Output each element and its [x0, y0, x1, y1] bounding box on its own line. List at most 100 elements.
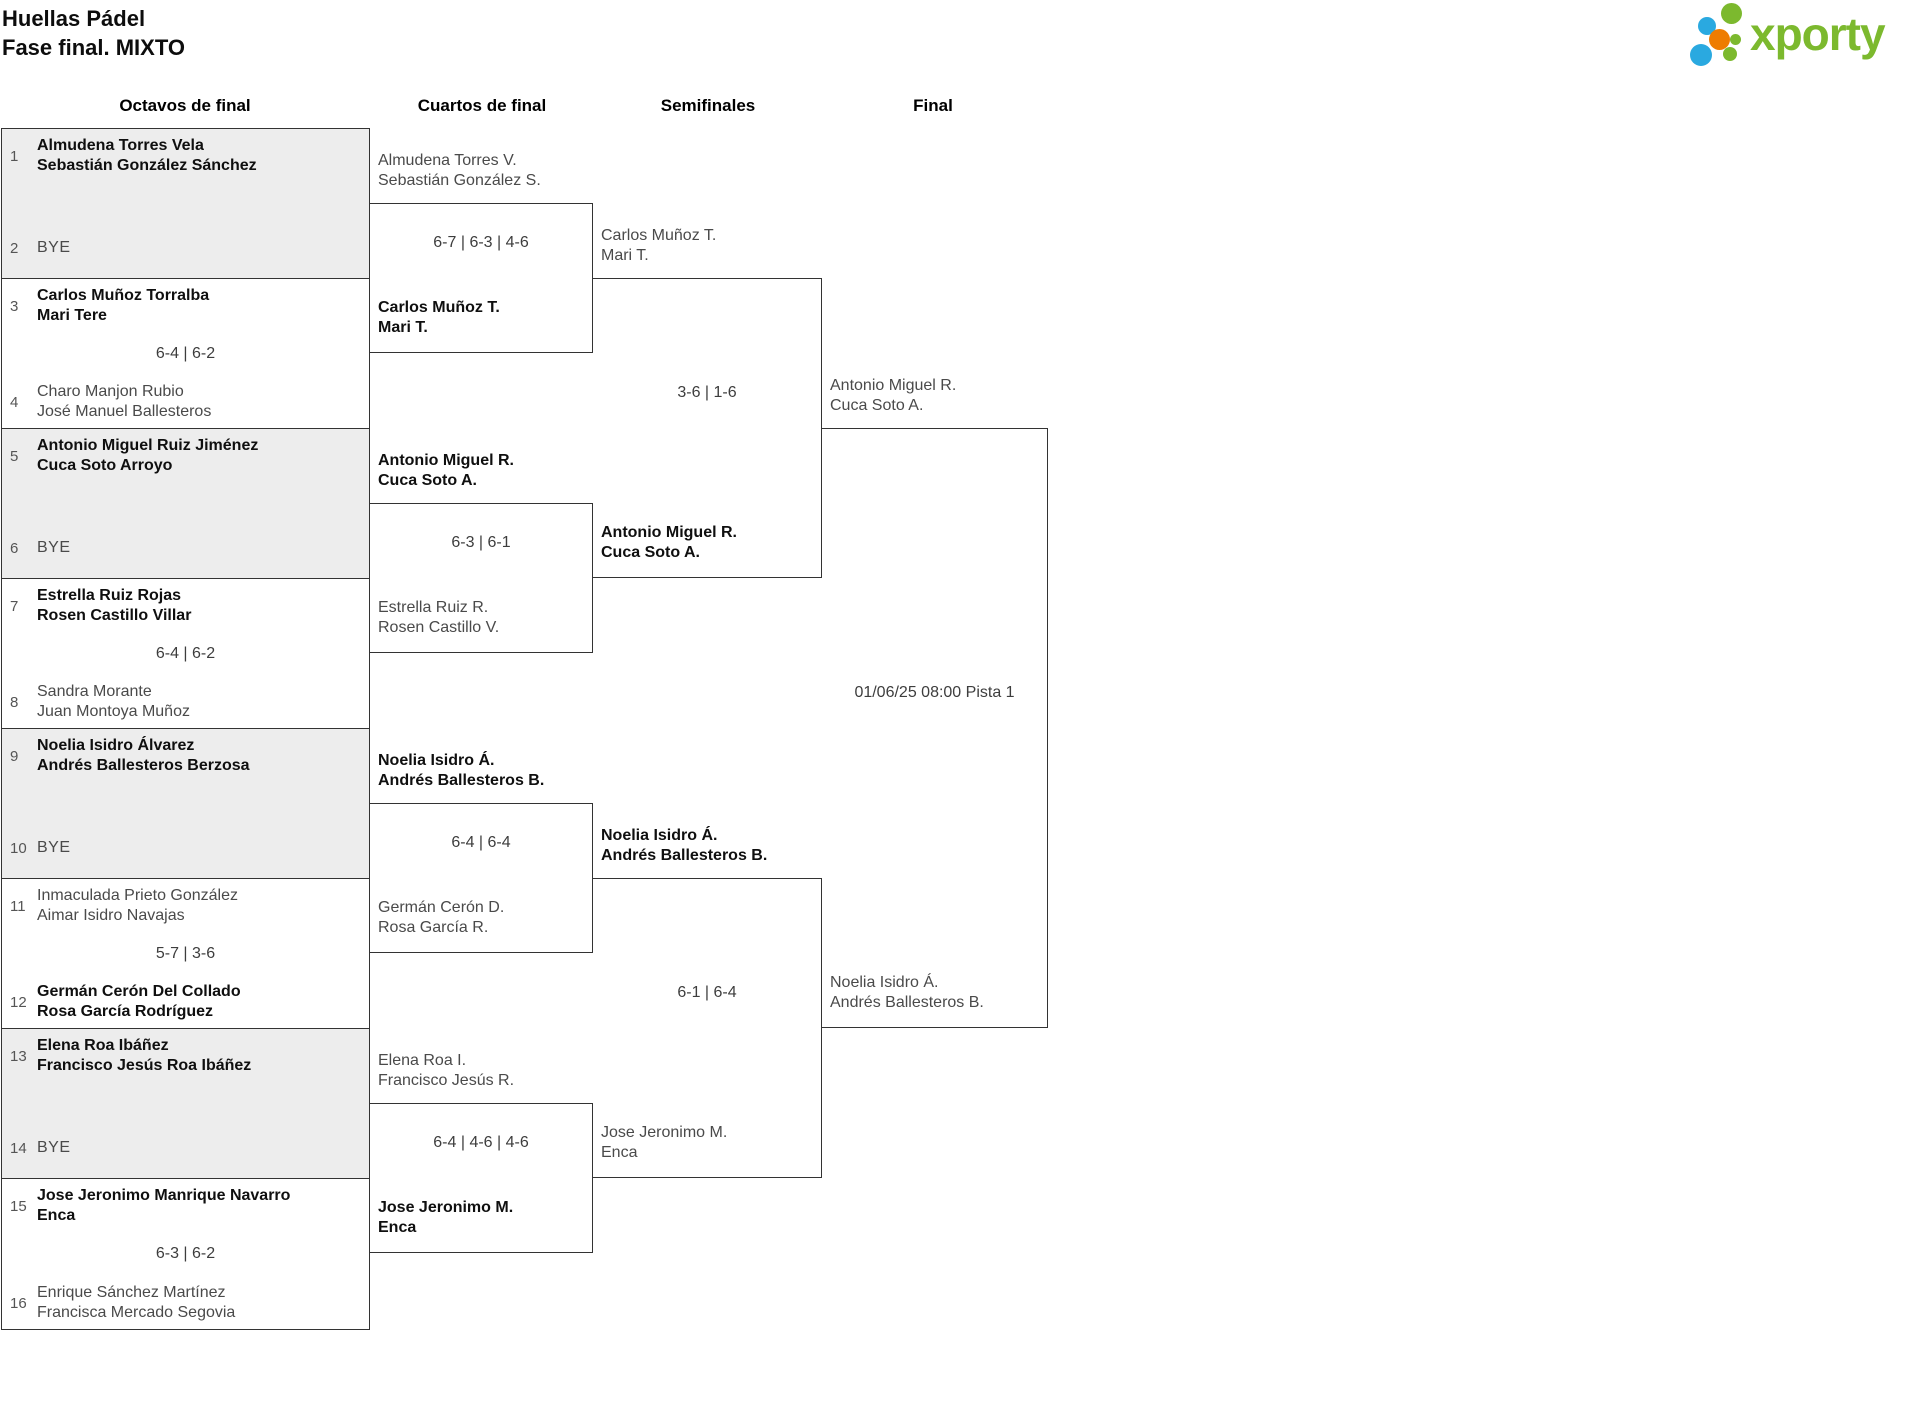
participant-pair: Germán Cerón D.Rosa García R.	[378, 899, 505, 936]
match-score: 3-6 | 1-6	[677, 384, 737, 401]
seed-number: 7	[10, 597, 19, 615]
seed-number: 6	[10, 539, 19, 557]
seed-number: 9	[10, 747, 19, 765]
participant-pair: Noelia Isidro Á.Andrés Ballesteros B.	[378, 752, 545, 789]
pair-names: BYE	[37, 539, 71, 556]
logo-dot-icon	[1730, 34, 1741, 45]
page-title: Huellas Pádel Fase final. MIXTO	[2, 4, 185, 62]
xporty-logo[interactable]: xporty	[1686, 2, 1918, 70]
participant-pair: Noelia Isidro Á.Andrés Ballesteros B.	[830, 974, 984, 1011]
logo-dot-icon	[1721, 3, 1742, 24]
participant-pair: 2 BYE	[8, 238, 365, 258]
match-sf-1: Carlos Muñoz T.Mari T. 3-6 | 1-6 Antonio…	[593, 227, 822, 578]
match-qf-2: Antonio Miguel R.Cuca Soto A. 6-3 | 6-1 …	[370, 452, 593, 653]
participant-pair: Carlos Muñoz T.Mari T.	[601, 227, 717, 264]
match-score: 6-3 | 6-1	[451, 534, 511, 551]
seed-number: 12	[10, 993, 27, 1011]
match-score: 5-7 | 3-6	[155, 944, 216, 962]
match-qf-3: Noelia Isidro Á.Andrés Ballesteros B. 6-…	[370, 752, 593, 953]
match-score: 6-3 | 6-2	[155, 1245, 216, 1262]
round-header-final: Final	[913, 96, 953, 115]
match-score: 6-7 | 6-3 | 4-6	[433, 234, 529, 251]
seed-number: 1	[10, 147, 19, 165]
seed-number: 3	[10, 297, 19, 315]
seed-number: 5	[10, 447, 19, 465]
participant-pair: Elena Roa I.Francisco Jesús R.	[378, 1052, 515, 1089]
match-schedule: 01/06/25 08:00 Pista 1	[854, 684, 1015, 701]
logo-dot-icon	[1690, 44, 1712, 66]
match-score: 6-4 | 6-4	[451, 834, 511, 851]
match-score: 6-1 | 6-4	[677, 984, 737, 1001]
participant-pair: Carlos Muñoz T.Mari T.	[378, 299, 500, 336]
match-qf-1: Almudena Torres V.Sebastián González S. …	[370, 152, 593, 353]
tournament-name: Huellas Pádel	[2, 6, 146, 31]
participant-pair: Antonio Miguel R.Cuca Soto A.	[601, 524, 737, 561]
participant-pair: 14 BYE	[8, 1138, 365, 1158]
seed-number: 11	[10, 897, 26, 915]
match-qf-4: Elena Roa I.Francisco Jesús R. 6-4 | 4-6…	[370, 1052, 593, 1253]
participant-pair: 10 BYE	[8, 838, 365, 858]
participant-pair: 6 BYE	[8, 538, 365, 558]
seed-number: 8	[10, 693, 19, 711]
phase-name: Fase final. MIXTO	[2, 35, 185, 60]
seed-number: 16	[10, 1294, 27, 1312]
seed-number: 4	[10, 393, 19, 411]
match-score: 6-4 | 6-2	[155, 644, 216, 662]
logo-dot-icon	[1698, 17, 1716, 35]
participant-pair: Antonio Miguel R.Cuca Soto A.	[378, 452, 514, 489]
pair-names: BYE	[37, 239, 71, 256]
match-sf-2: Noelia Isidro Á.Andrés Ballesteros B. 6-…	[593, 827, 822, 1178]
match-score: 6-4 | 6-2	[155, 344, 216, 362]
seed-number: 2	[10, 239, 19, 257]
pair-names: BYE	[37, 839, 71, 856]
xporty-logo-text: xporty	[1750, 8, 1886, 60]
participant-pair: Almudena Torres V.Sebastián González S.	[378, 152, 541, 189]
participant-pair: Noelia Isidro Á.Andrés Ballesteros B.	[601, 827, 768, 864]
seed-number: 13	[10, 1047, 27, 1065]
seed-number: 10	[10, 839, 27, 857]
logo-dot-icon	[1709, 29, 1730, 50]
logo-dot-icon	[1723, 47, 1737, 61]
seed-number: 15	[10, 1197, 27, 1215]
round-header-semifinales: Semifinales	[660, 96, 756, 115]
seed-number: 14	[10, 1139, 27, 1157]
participant-pair: Jose Jeronimo M.Enca	[378, 1199, 514, 1236]
participant-pair: Antonio Miguel R.Cuca Soto A.	[830, 377, 957, 414]
round-header-cuartos: Cuartos de final	[417, 96, 547, 115]
participant-pair: Jose Jeronimo M.Enca	[601, 1124, 728, 1161]
participant-pair: Estrella Ruiz R.Rosen Castillo V.	[378, 599, 500, 636]
match-score: 6-4 | 4-6 | 4-6	[433, 1134, 529, 1151]
pair-names: BYE	[37, 1139, 71, 1156]
